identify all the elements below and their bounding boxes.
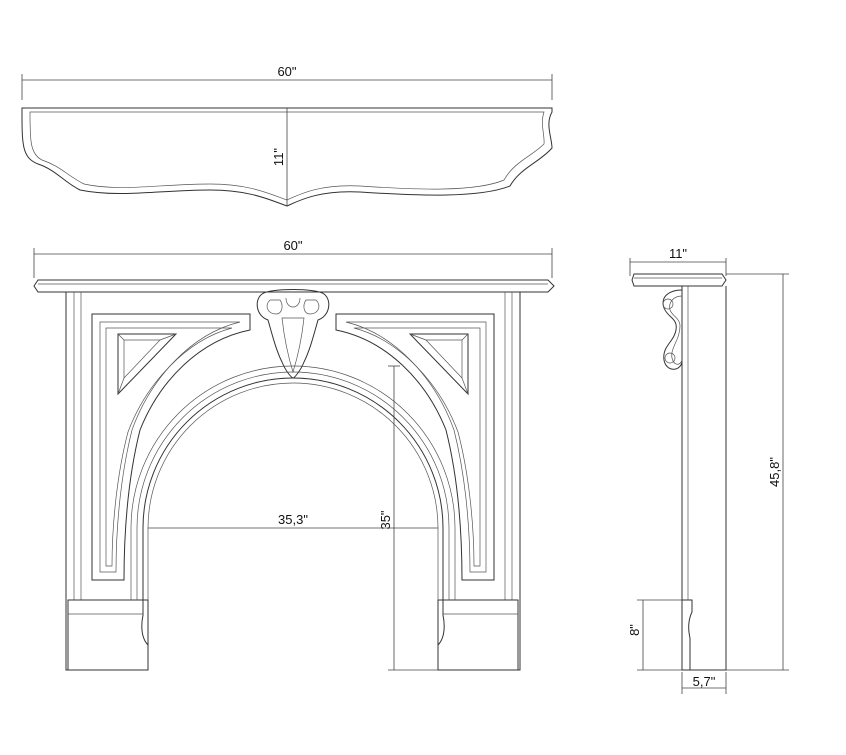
left-pyramid-panel [117, 333, 178, 396]
side-view: 11" 45,8" 8" 5,7" [627, 246, 789, 694]
right-plinth [437, 599, 519, 671]
front-view: 60" [33, 238, 555, 671]
scroll-eye [664, 352, 676, 364]
right-pyramid-panel [408, 333, 469, 396]
left-spandrel-panel [91, 313, 251, 581]
left-spandrel-inner [99, 321, 241, 573]
bevel-line [117, 377, 125, 395]
top-width-label: 60" [277, 64, 296, 79]
bevel-line [461, 377, 469, 395]
top-view: 60" 11" [21, 64, 553, 207]
arch-moulding [147, 382, 439, 600]
right-spandrel-panel [335, 313, 495, 581]
left-spandrel-inner [105, 327, 233, 567]
bevel-line [159, 333, 177, 341]
right-spandrel-inner [345, 321, 487, 573]
bevel-line [409, 333, 427, 341]
scroll-eye [662, 298, 674, 310]
side-leg [681, 286, 727, 671]
leg-depth-label: 5,7" [693, 674, 716, 689]
plinth-height-label: 8" [627, 624, 642, 636]
side-corbel-scroll [662, 289, 683, 370]
right-spandrel-inner [353, 327, 481, 567]
side-height-label: 45,8" [767, 457, 782, 487]
mantel-shelf [33, 279, 555, 293]
side-depth-label: 11" [669, 246, 687, 261]
left-pyramid-inner [123, 339, 161, 379]
left-plinth [67, 599, 149, 671]
bevel-line [461, 333, 469, 341]
top-depth-label: 11" [271, 148, 286, 166]
opening-width-label: 35,3" [278, 512, 308, 527]
keystone-corbel [256, 289, 330, 379]
bevel-line [117, 333, 125, 341]
right-pyramid-inner [425, 339, 463, 379]
side-shelf-profile [631, 273, 727, 287]
surround-outline [65, 292, 521, 671]
arch-moulding [130, 365, 456, 600]
opening-height-label: 35" [378, 510, 393, 529]
arch-moulding [136, 371, 450, 600]
side-plinth [682, 599, 693, 670]
front-width-label: 60" [283, 238, 302, 253]
